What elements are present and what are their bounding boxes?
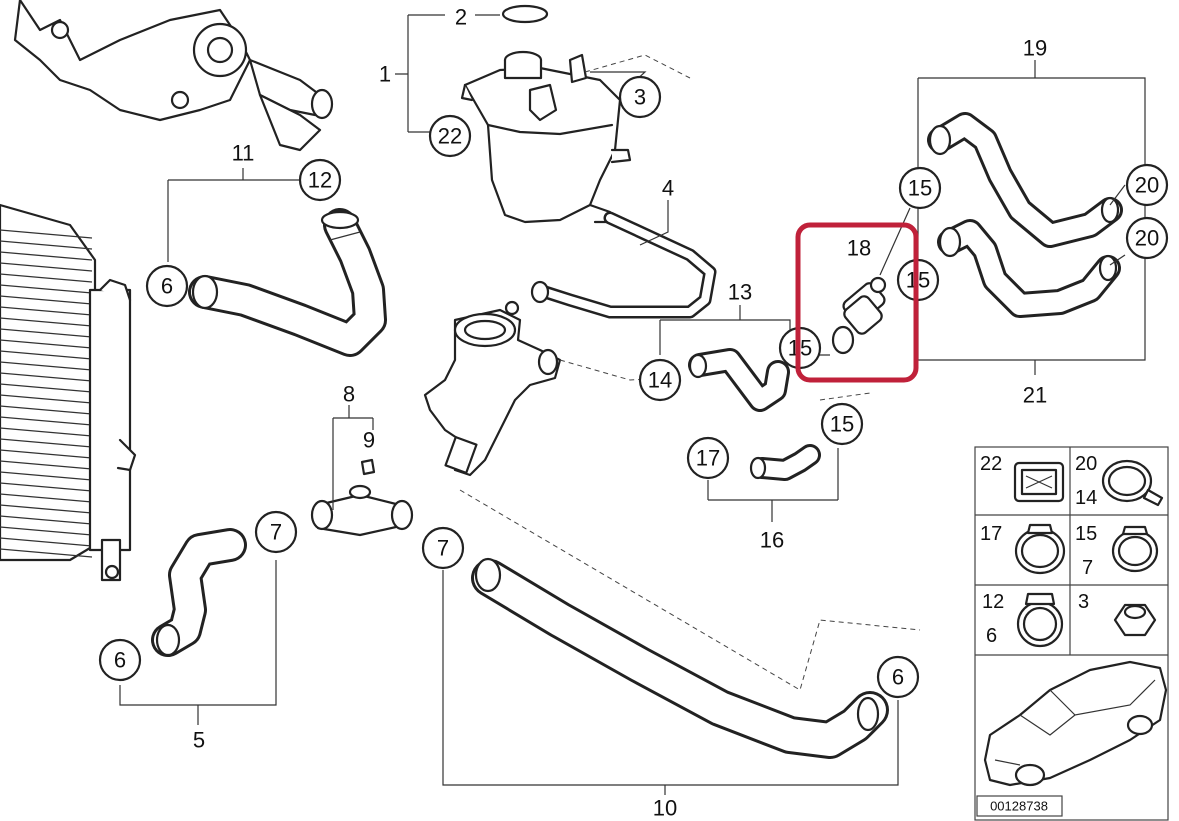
callout-3: 3 — [618, 75, 662, 119]
callout-label: 10 — [653, 796, 677, 821]
callout-1: 1 — [379, 62, 391, 87]
callout-4: 4 — [662, 176, 674, 201]
callout-7: 7 — [254, 510, 298, 554]
callout-label: 15 — [830, 412, 854, 437]
t-connector-8-drawing — [310, 458, 414, 537]
clamp-12-icon — [1016, 592, 1064, 648]
callout-12: 12 — [298, 158, 342, 202]
callout-20: 20 — [1125, 216, 1169, 260]
callout-label: 6 — [161, 274, 173, 299]
thermostat-housing-drawing — [423, 300, 562, 477]
clamp-17-icon — [1014, 523, 1066, 575]
callout-label: 7 — [270, 520, 282, 545]
callout-8: 8 — [343, 382, 355, 407]
callout-2: 2 — [455, 5, 467, 30]
callout-label: 15 — [908, 176, 932, 201]
callout-label: 19 — [1023, 36, 1047, 61]
callout-14: 14 — [638, 358, 682, 402]
legend-label-17: 17 — [980, 523, 1002, 545]
hose-10-drawing — [471, 557, 889, 759]
expansion-tank-drawing — [460, 4, 632, 224]
callout-label: 18 — [847, 236, 871, 261]
callout-label: 22 — [438, 124, 462, 149]
callout-9: 9 — [363, 428, 375, 453]
callout-label: 7 — [437, 536, 449, 561]
legend-label-14: 14 — [1075, 487, 1097, 509]
callout-label: 20 — [1135, 226, 1159, 251]
callout-label: 17 — [696, 446, 720, 471]
callout-15: 15 — [820, 402, 864, 446]
callout-label: 20 — [1135, 173, 1159, 198]
legend-label-20: 20 — [1075, 453, 1097, 475]
callout-6: 6 — [98, 638, 142, 682]
clamp-20-icon — [1101, 459, 1164, 507]
callout-21: 21 — [1023, 383, 1047, 408]
callout-6: 6 — [145, 264, 189, 308]
callout-label: 9 — [363, 428, 375, 453]
callout-label: 6 — [892, 665, 904, 690]
callout-13: 13 — [728, 280, 752, 305]
callout-label: 8 — [343, 382, 355, 407]
callout-17: 17 — [686, 436, 730, 480]
nut-3-icon — [1113, 603, 1157, 637]
callout-6: 6 — [876, 655, 920, 699]
callout-label: 3 — [634, 85, 646, 110]
callout-20: 20 — [1125, 163, 1169, 207]
callout-19: 19 — [1023, 36, 1047, 61]
callout-22: 22 — [428, 114, 472, 158]
callout-label: 2 — [455, 5, 467, 30]
car-silhouette-icon — [983, 660, 1168, 787]
hose-4-drawing — [530, 211, 717, 319]
callout-label: 5 — [193, 728, 205, 753]
callout-label: 4 — [662, 176, 674, 201]
legend-label-22: 22 — [980, 453, 1002, 475]
radiator-drawing — [0, 203, 137, 582]
document-number: 00128738 — [990, 799, 1048, 814]
hose-16-drawing — [749, 444, 821, 481]
hose-5-drawing — [151, 528, 247, 657]
hose-19-drawing — [927, 112, 1123, 248]
callout-label: 6 — [114, 648, 126, 673]
callout-label: 1 — [379, 62, 391, 87]
callout-10: 10 — [653, 796, 677, 821]
callout-7: 7 — [421, 526, 465, 570]
callout-5: 5 — [193, 728, 205, 753]
callout-11: 11 — [232, 141, 255, 166]
legend-label-12: 12 — [982, 591, 1004, 613]
callout-label: 13 — [728, 280, 752, 305]
legend-label-15: 15 — [1075, 523, 1097, 545]
callout-label: 12 — [308, 168, 332, 193]
callout-15: 15 — [898, 166, 942, 210]
callout-18: 18 — [847, 236, 871, 261]
callout-16: 16 — [760, 528, 784, 553]
callout-label: 14 — [648, 368, 672, 393]
callout-label: 21 — [1023, 383, 1047, 408]
hose-11-drawing — [188, 208, 387, 357]
water-pump-drawing — [13, 0, 334, 152]
label-plate-icon — [1013, 461, 1065, 503]
clamp-15-icon — [1111, 525, 1159, 573]
highlight-box — [795, 222, 919, 383]
legend-panel: 22 20 14 17 15 7 12 6 3 — [974, 446, 1169, 821]
document-number-box: 00128738 — [976, 795, 1063, 817]
legend-label-6: 6 — [986, 625, 997, 647]
callout-label: 16 — [760, 528, 784, 553]
legend-label-3: 3 — [1078, 591, 1089, 613]
hose-21-drawing — [937, 219, 1121, 318]
hose-13-drawing — [688, 348, 790, 412]
callout-label: 11 — [232, 141, 255, 166]
legend-label-7: 7 — [1082, 557, 1093, 579]
connector-18-drawing — [831, 276, 887, 355]
